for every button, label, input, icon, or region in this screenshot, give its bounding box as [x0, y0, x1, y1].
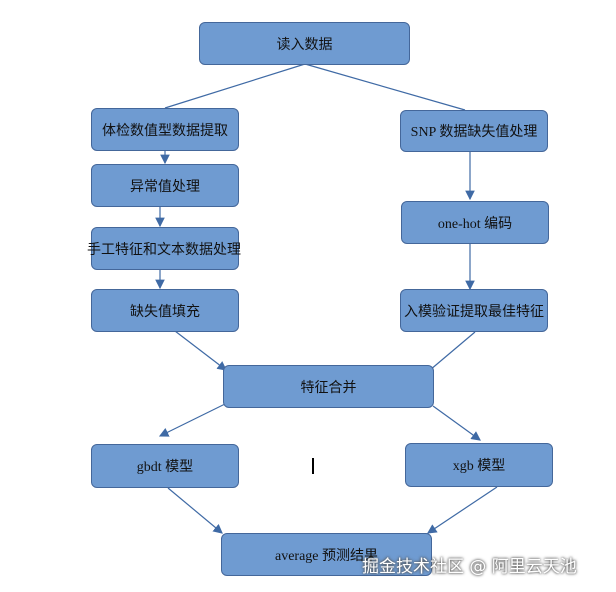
edge-fill-to-merge: [174, 330, 227, 371]
node-xgb-model: xgb 模型: [405, 443, 553, 487]
node-merge-features: 特征合并: [223, 365, 434, 408]
node-manual-features: 手工特征和文本数据处理: [87, 227, 241, 270]
watermark-text: 掘金技术社区 @ 阿里云天池: [362, 557, 577, 577]
manual-features-label: 手工特征和文本数据处理: [87, 242, 241, 258]
node-onehot: one-hot 编码: [401, 201, 549, 244]
edge-merge-to-xgb: [432, 405, 481, 441]
node-snp-missing: SNP 数据缺失值处理: [400, 110, 548, 152]
edge-read-to-snp: [304, 63, 466, 111]
edge-read-to-physical: [164, 63, 306, 109]
node-physical-extract: 体检数值型数据提取: [91, 108, 239, 151]
node-fill-missing: 缺失值填充: [91, 289, 239, 332]
node-model-validation: 入模验证提取最佳特征: [400, 289, 548, 332]
edge-xgb-to-average: [427, 486, 498, 534]
node-gbdt-model: gbdt 模型: [91, 444, 239, 488]
edge-merge-to-gbdt: [158, 403, 226, 437]
edge-gbdt-to-average: [167, 487, 223, 534]
node-average: average 预测结果: [221, 533, 432, 576]
text-cursor: [312, 458, 314, 474]
node-outlier: 异常值处理: [91, 164, 239, 207]
edge-validation-to-merge: [429, 331, 476, 371]
node-read-data: 读入数据: [199, 22, 410, 65]
